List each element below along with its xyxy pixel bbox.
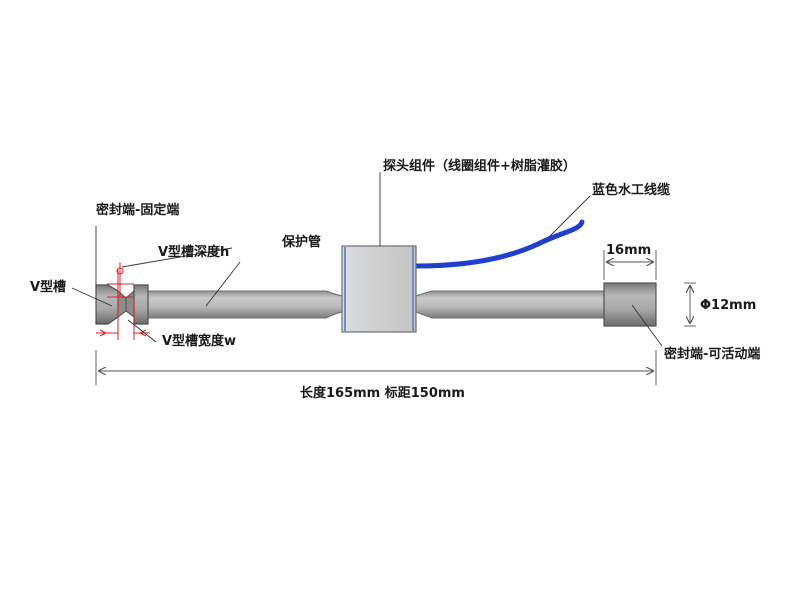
protective-tube-right: [415, 290, 605, 319]
sealed-fixed-end-part: [95, 284, 149, 325]
blue-cable: [413, 219, 585, 269]
label-v-groove: V型槽: [30, 279, 66, 295]
protective-tube-left: [147, 290, 343, 319]
label-end-length: 16mm: [606, 243, 651, 258]
label-diameter: Φ12mm: [700, 298, 756, 313]
sealed-movable-end-part: [603, 282, 657, 327]
label-v-groove-depth: V型槽深度h: [158, 244, 229, 260]
label-sealed-fixed-end: 密封端-固定端: [95, 202, 179, 218]
label-sealed-movable-end: 密封端-可活动端: [663, 346, 760, 362]
probe-assembly-block: [341, 245, 417, 333]
v-groove-markers: [96, 262, 150, 340]
label-protective-tube: 保护管: [281, 234, 321, 250]
label-probe-assembly: 探头组件（线圈组件+树脂灌胶）: [383, 158, 576, 174]
label-blue-cable: 蓝色水工线缆: [592, 182, 670, 198]
leader-lines: [71, 172, 663, 347]
dimension-lines: [95, 250, 696, 385]
label-total-length: 长度165mm 标距150mm: [300, 385, 465, 401]
label-v-groove-width: V型槽宽度w: [162, 333, 236, 349]
